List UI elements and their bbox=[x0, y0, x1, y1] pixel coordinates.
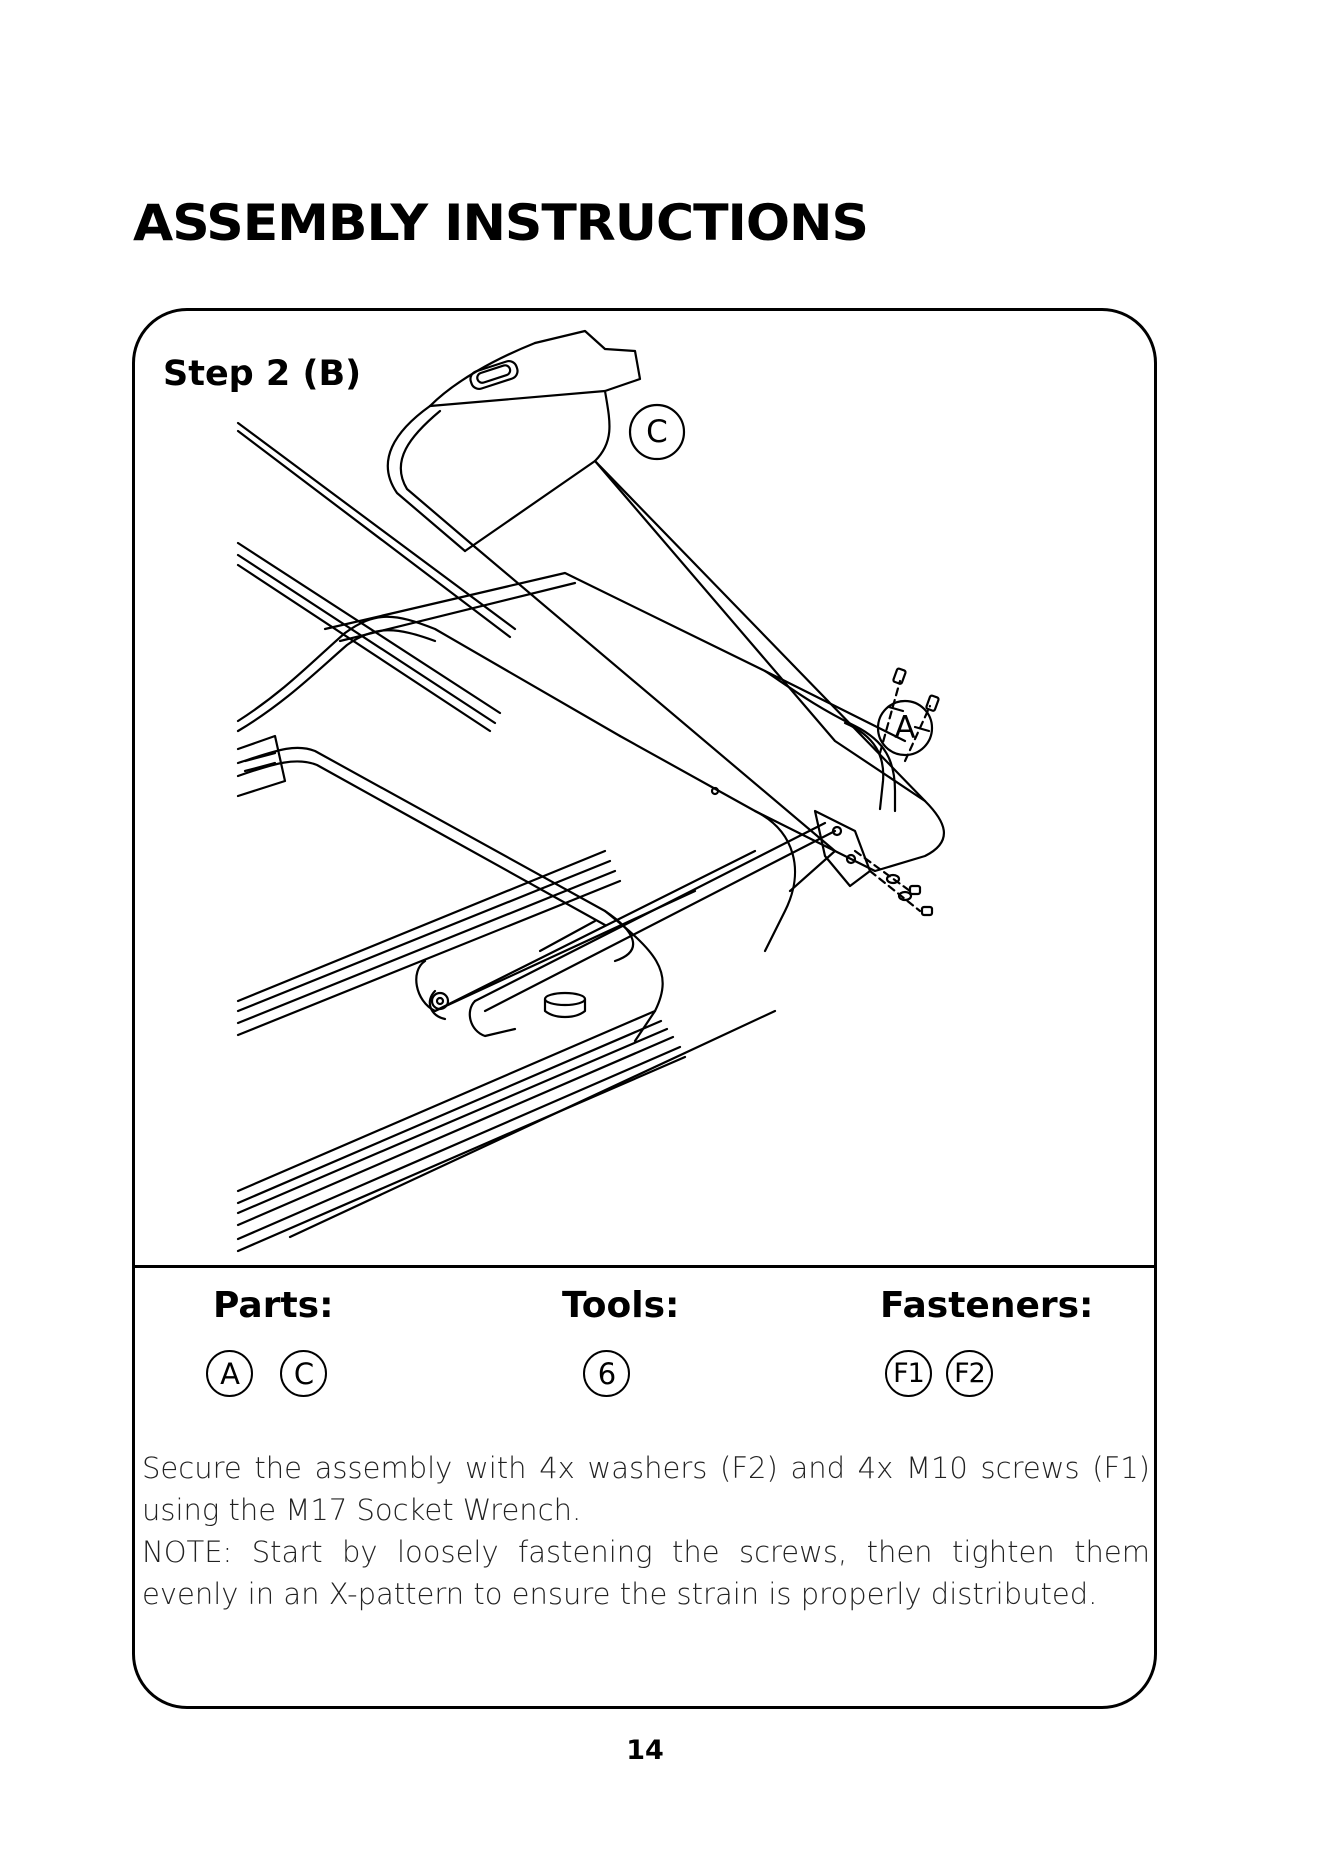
page-number: 14 bbox=[626, 1735, 664, 1766]
part-badge-c: C bbox=[280, 1350, 327, 1397]
step-card: Step 2 (B) bbox=[132, 308, 1157, 1709]
treadmill-illustration bbox=[236, 329, 945, 1253]
callout-c-label: C bbox=[646, 414, 668, 450]
fastener-badge-f1: F1 bbox=[885, 1350, 932, 1397]
step-title: Step 2 (B) bbox=[163, 354, 362, 394]
instruction-main: Secure the assembly with 4x washers (F2)… bbox=[142, 1451, 1150, 1527]
section-divider bbox=[135, 1265, 1154, 1268]
fastener-badge-f2: F2 bbox=[946, 1350, 993, 1397]
tool-badge-6: 6 bbox=[583, 1350, 630, 1397]
fasteners-heading: Fasteners: bbox=[880, 1285, 1094, 1326]
part-badge-a: A bbox=[206, 1350, 253, 1397]
parts-heading: Parts: bbox=[213, 1285, 334, 1326]
page-title: ASSEMBLY INSTRUCTIONS bbox=[133, 194, 869, 252]
tools-heading: Tools: bbox=[562, 1285, 680, 1326]
instruction-text: Secure the assembly with 4x washers (F2)… bbox=[142, 1447, 1150, 1615]
callout-a-label: A bbox=[894, 710, 916, 746]
instruction-note: NOTE: Start by loosely fastening the scr… bbox=[142, 1535, 1150, 1611]
